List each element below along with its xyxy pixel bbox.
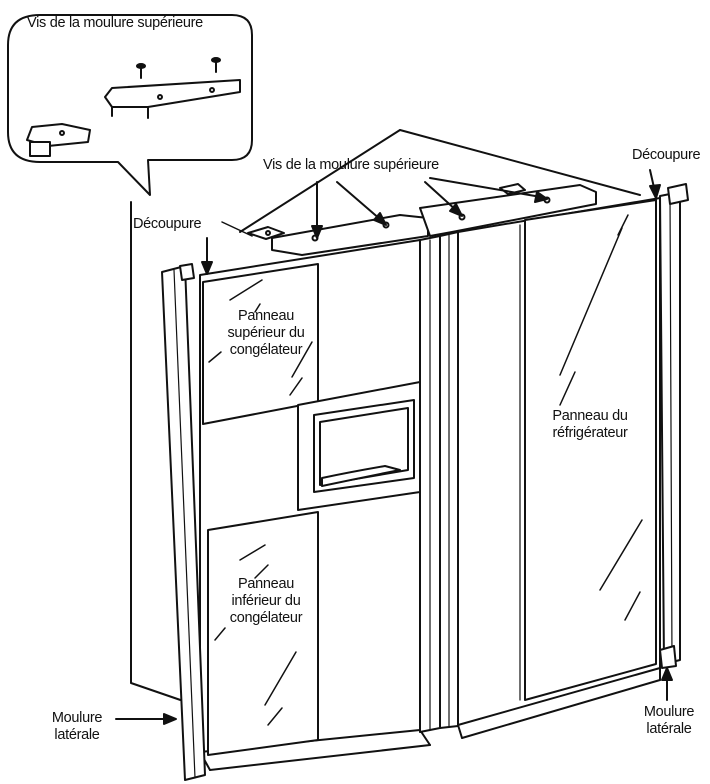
label-line: congélateur: [229, 342, 303, 358]
label-line: inférieur du: [231, 593, 301, 609]
label-line: congélateur: [229, 610, 303, 626]
label-refrigerator-panel: Panneau du réfrigérateur: [538, 408, 642, 442]
label-line: Panneau: [238, 576, 294, 592]
arrow-cutout-right: [649, 169, 661, 199]
label-line: Panneau du: [552, 408, 628, 424]
label-inset-screws: Vis de la moulure supérieure: [27, 15, 203, 31]
side-trim-left: [161, 263, 206, 781]
leader-inset-to-hinge: [221, 221, 253, 237]
inset-corner-detail: [26, 123, 91, 157]
label-freezer-lower-panel: Panneau inférieur du congélateur: [214, 576, 318, 627]
hinge-left: [247, 226, 285, 240]
label-side-trim-left: Moulure latérale: [44, 710, 110, 744]
label-line: réfrigérateur: [552, 425, 628, 441]
label-line: Moulure: [51, 710, 103, 726]
arrow-cutout-left: [201, 237, 213, 275]
freezer-lower-panel: [207, 511, 319, 756]
inset-callout: [7, 14, 253, 196]
inset-screw-icon: [211, 57, 221, 73]
label-freezer-upper-panel: Panneau supérieur du congélateur: [214, 308, 318, 359]
arrow-top-screws-right-2: [429, 177, 548, 203]
label-cutout-right: Découpure: [632, 147, 701, 163]
label-line: latérale: [54, 727, 100, 743]
label-line: Panneau: [238, 308, 294, 324]
arrow-side-trim-right: [661, 667, 673, 701]
arrow-top-screws-left: [311, 181, 323, 239]
inset-top-trim: [104, 79, 241, 119]
label-line: latérale: [646, 721, 692, 737]
label-side-trim-right: Moulure latérale: [636, 704, 702, 738]
label-top-screws: Vis de la moulure supérieure: [263, 157, 439, 173]
dispenser: [297, 381, 421, 511]
arrow-top-screws-middle: [336, 181, 387, 226]
label-line: supérieur du: [227, 325, 305, 341]
arrow-side-trim-left: [115, 713, 177, 725]
refrigerator-panel: [519, 199, 657, 701]
label-cutout-left: Découpure: [133, 216, 202, 232]
arrow-top-screws-right-1: [424, 181, 463, 217]
freezer-upper-panel: [202, 263, 319, 425]
side-trim-right: [659, 183, 689, 669]
label-line: Moulure: [643, 704, 695, 720]
door-handle-divider: [419, 231, 459, 733]
inset-screw-icon: [136, 63, 146, 79]
